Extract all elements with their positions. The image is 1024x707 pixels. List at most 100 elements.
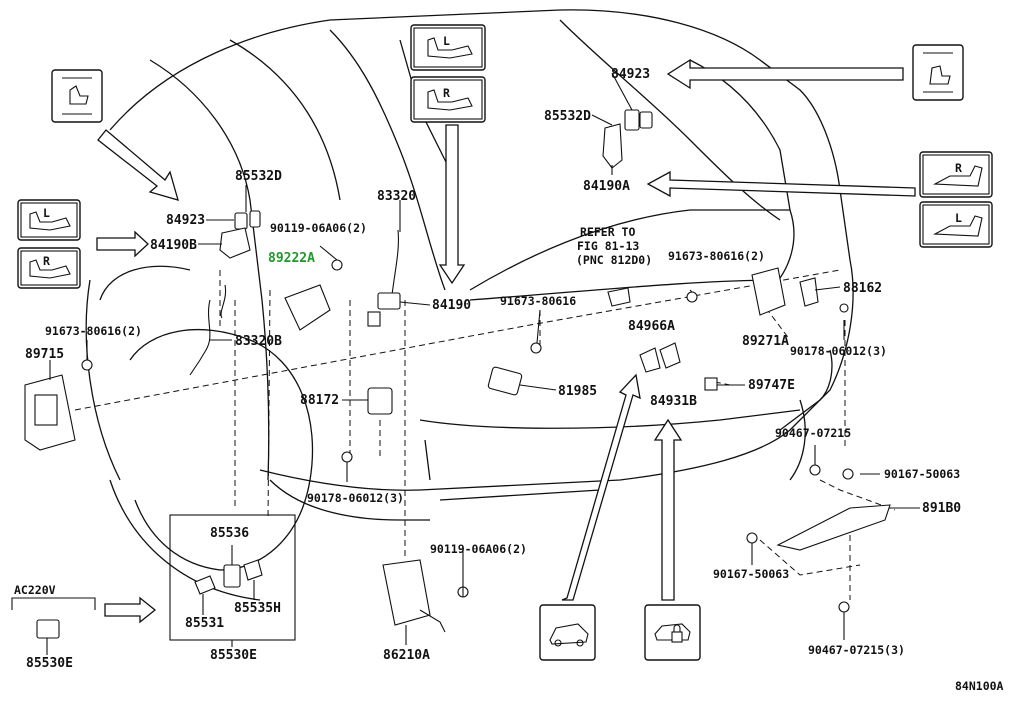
label-86210A: 86210A bbox=[383, 648, 430, 663]
label-85531: 85531 bbox=[185, 616, 224, 631]
bolt-90167-a bbox=[842, 468, 854, 480]
vehicle-icon-box bbox=[539, 604, 596, 661]
label-84190B: 84190B bbox=[150, 238, 197, 253]
seat-left-icon bbox=[29, 211, 71, 231]
part-85532D-top-shape bbox=[639, 111, 653, 129]
label-88172: 88172 bbox=[300, 393, 339, 408]
label-89715: 89715 bbox=[25, 347, 64, 362]
arrow-seat-to-84923 bbox=[97, 129, 179, 201]
label-83320: 83320 bbox=[377, 189, 416, 204]
rear-seat-left-icon bbox=[932, 215, 983, 237]
label-refer-line1: REFER TO bbox=[580, 225, 635, 239]
part-83320B-wire bbox=[189, 299, 211, 376]
bolt-90119-a bbox=[331, 259, 343, 271]
dashed-leader-lines bbox=[74, 269, 896, 600]
seat-icon-box-center-R: R bbox=[410, 76, 486, 123]
label-84966A: 84966A bbox=[628, 319, 675, 334]
label-89747E: 89747E bbox=[748, 378, 795, 393]
door-lock-icon bbox=[654, 623, 691, 641]
rear-seat-icon-box-L: L bbox=[919, 201, 993, 248]
seat-icon-topright bbox=[929, 65, 951, 85]
label-85530E: 85530E bbox=[26, 656, 73, 671]
label-90467-b: 90467-07215(3) bbox=[808, 643, 905, 657]
label-85535H: 85535H bbox=[234, 601, 281, 616]
svg-text:R: R bbox=[955, 161, 962, 175]
part-84931B-shape bbox=[659, 342, 681, 369]
label-891B0: 891B0 bbox=[922, 501, 961, 516]
label-89271A: 89271A bbox=[742, 334, 789, 349]
label-88162: 88162 bbox=[843, 281, 882, 296]
label-90178-a: 90178-06012(3) bbox=[307, 491, 404, 505]
icon-boxes: L R L R bbox=[17, 24, 993, 661]
vehicle-icon bbox=[549, 623, 589, 645]
label-90467-a: 90467-07215 bbox=[775, 426, 851, 440]
rear-seat-icon-box-R: R bbox=[919, 151, 993, 198]
arrow-to-84190B bbox=[96, 230, 149, 258]
svg-text:R: R bbox=[443, 86, 450, 100]
part-85532D-left-shape bbox=[249, 210, 261, 228]
bolt-90178-a bbox=[341, 451, 353, 463]
svg-text:R: R bbox=[43, 254, 50, 268]
seat-right-icon bbox=[29, 259, 71, 279]
part-85535H-shape bbox=[243, 559, 263, 581]
part-84190B-shape bbox=[219, 227, 251, 259]
bolt-90467-a bbox=[809, 464, 821, 476]
svg-text:L: L bbox=[43, 206, 50, 220]
seat-icon-box-left-L: L bbox=[17, 199, 81, 241]
seat-right-icon-center bbox=[427, 89, 473, 111]
seat-icon bbox=[69, 85, 89, 105]
part-84190A-shape bbox=[602, 123, 623, 169]
label-91673-a: 91673-80616(2) bbox=[45, 324, 142, 338]
group-box-85530E bbox=[169, 514, 296, 641]
part-84923-top-shape bbox=[624, 109, 640, 131]
label-90167-a: 90167-50063 bbox=[884, 467, 960, 481]
part-891B0-shape bbox=[776, 504, 891, 551]
part-86210A-shape bbox=[382, 559, 431, 626]
svg-text:L: L bbox=[443, 34, 450, 48]
label-85536: 85536 bbox=[210, 526, 249, 541]
label-84190: 84190 bbox=[432, 298, 471, 313]
bolt-90178-b bbox=[839, 303, 849, 313]
connector-812D0-shape bbox=[607, 287, 631, 307]
part-89222A-shape bbox=[284, 284, 331, 331]
part-89747E-shape bbox=[704, 377, 718, 391]
seat-icon-box-left-R: R bbox=[17, 247, 81, 289]
arrow-to-84966A bbox=[561, 373, 641, 601]
seat-icon-box-center-L: L bbox=[410, 24, 486, 71]
rear-seat-right-icon bbox=[932, 165, 983, 187]
label-refer-line2: FIG 81-13 bbox=[577, 239, 639, 253]
part-88172-shape bbox=[367, 387, 393, 415]
label-91673-c: 91673-80616(2) bbox=[668, 249, 765, 263]
bolt-91673-a bbox=[81, 359, 93, 371]
label-84931B: 84931B bbox=[650, 394, 697, 409]
label-90178-b: 90178-06012(3) bbox=[790, 344, 887, 358]
label-81985: 81985 bbox=[558, 384, 597, 399]
arrow-to-84190A bbox=[646, 170, 916, 198]
bolt-91673-b bbox=[530, 342, 542, 354]
arrow-to-84190 bbox=[438, 124, 466, 285]
part-88162-shape bbox=[799, 277, 819, 307]
label-85532D-top: 85532D bbox=[544, 109, 591, 124]
label-84923-top: 84923 bbox=[611, 67, 650, 82]
bolt-90167-b bbox=[746, 532, 758, 544]
part-85531-shape bbox=[194, 575, 216, 595]
part-85536-shape bbox=[223, 564, 241, 588]
ac220v-bracket bbox=[11, 597, 96, 610]
bolt-90467-b bbox=[838, 601, 850, 613]
figure-code: 84N100A bbox=[955, 679, 1004, 693]
pointer-arrows bbox=[96, 58, 916, 624]
label-ac220v: AC220V bbox=[14, 583, 56, 597]
svg-text:L: L bbox=[955, 211, 962, 225]
arrow-to-84931B bbox=[653, 418, 683, 601]
arrow-to-84923-top bbox=[666, 58, 904, 90]
label-84923-left: 84923 bbox=[166, 213, 205, 228]
label-89222A: 89222A bbox=[268, 251, 315, 266]
arrow-ac220v bbox=[104, 596, 157, 624]
vehicle-body-outline bbox=[85, 9, 854, 601]
parts bbox=[24, 109, 891, 639]
door-lock-icon-box bbox=[644, 604, 701, 661]
leader-lines bbox=[46, 72, 920, 655]
part-84966A-shape bbox=[639, 347, 661, 373]
part-89271A-shape bbox=[751, 267, 786, 316]
